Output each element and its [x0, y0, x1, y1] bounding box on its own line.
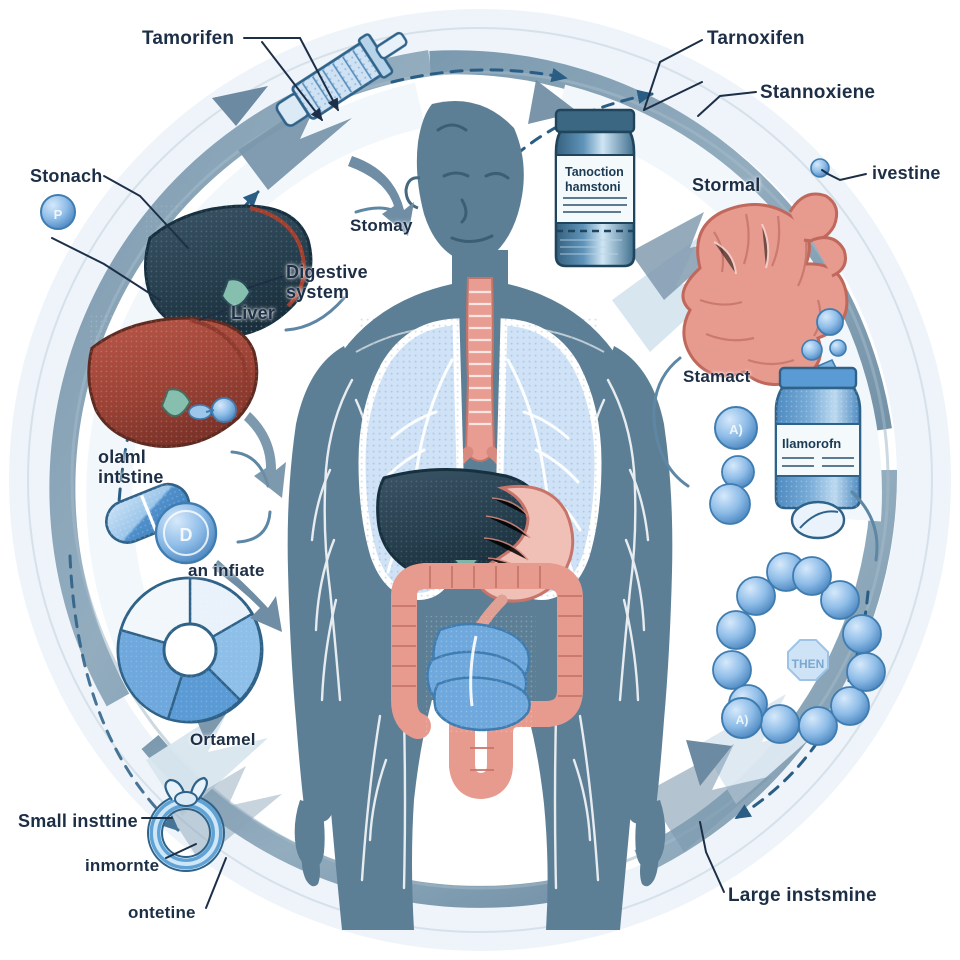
- ring-torus: [147, 776, 225, 872]
- small-pill-marker: [188, 397, 237, 423]
- bottle-left-label-line-1: Tanoction: [565, 165, 624, 179]
- liver-red: [87, 314, 266, 452]
- svg-text:P: P: [54, 207, 63, 222]
- leader-lines: [51, 37, 867, 909]
- pill-pair-right: [709, 455, 755, 525]
- marker-circle-a-lower: A): [721, 697, 763, 739]
- stomach-circle-marker: P: [40, 194, 76, 230]
- liver-dark: [143, 204, 320, 342]
- svg-text:THEN: THEN: [792, 657, 825, 671]
- small-intestine-body: [426, 616, 536, 734]
- svg-text:D: D: [180, 525, 193, 545]
- body-flow-arrows: [212, 156, 414, 632]
- pie-disc: [116, 576, 264, 724]
- bottle-right: Ilamorofn: [774, 366, 862, 540]
- syringe: [275, 31, 408, 127]
- bottle-left: Tanoction hamstoni: [554, 108, 636, 268]
- intestine-coil: [681, 192, 849, 386]
- bottle-left-label-line-2: hamstoni: [565, 180, 621, 194]
- svg-text:A): A): [736, 713, 749, 727]
- svg-text:A): A): [729, 422, 743, 437]
- tablet-disc-d: D: [154, 501, 218, 565]
- capsule-left: [105, 482, 191, 544]
- marker-circle-a: A): [714, 406, 758, 450]
- bottle-right-label-line-1: Ilamorofn: [782, 436, 841, 451]
